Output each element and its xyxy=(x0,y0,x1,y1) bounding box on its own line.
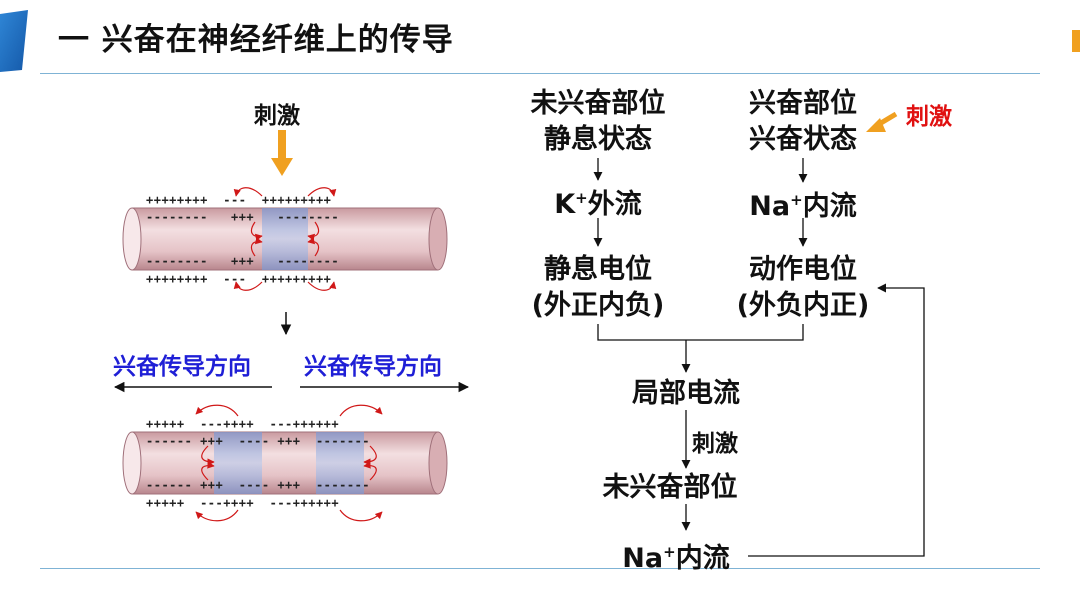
flowchart-connectors xyxy=(593,158,925,557)
bottom-fiber-inner-bottom-charges: ------ +++ ---- +++ ------- xyxy=(146,478,371,492)
flow-stimulus-label: 刺激 xyxy=(692,431,738,457)
k-efflux-label: K+外流 xyxy=(554,189,642,220)
stimulus-label: 刺激 xyxy=(254,103,300,129)
resting-state-label: 静息状态 xyxy=(544,124,652,155)
local-current-label: 局部电流 xyxy=(632,378,740,409)
resting-potential-label: 静息电位 xyxy=(544,254,652,285)
stimulus-arrow-icon xyxy=(271,130,293,176)
na-influx-2-label: Na+内流 xyxy=(622,543,730,574)
direction-left-label: 兴奋传导方向 xyxy=(113,354,251,380)
title-divider xyxy=(40,73,1040,74)
bottom-fiber xyxy=(122,404,448,522)
bottom-fiber-outer-top-charges: +++++ ---++++ ---++++++ xyxy=(146,417,340,431)
excited-band-left xyxy=(214,432,262,494)
unexcited-site-label: 未兴奋部位 xyxy=(530,88,666,119)
na-influx-label: Na+内流 xyxy=(749,191,857,222)
excited-state-label: 兴奋状态 xyxy=(749,124,857,155)
action-potential-label: 动作电位 xyxy=(749,254,857,285)
top-fiber-inner-bottom-charges: -------- +++ -------- xyxy=(146,254,340,268)
direction-right-label: 兴奋传导方向 xyxy=(304,354,442,380)
bottom-fiber-inner-top-charges: ------ +++ ---- +++ ------- xyxy=(146,434,371,448)
top-fiber-inner-top-charges: -------- +++ -------- xyxy=(146,210,340,224)
excited-band-right xyxy=(316,432,364,494)
unexcited-site-2-label: 未兴奋部位 xyxy=(602,472,738,503)
top-fiber xyxy=(122,187,448,291)
bottom-fiber-outer-bottom-charges: +++++ ---++++ ---++++++ xyxy=(146,496,340,510)
resting-potential-desc: (外正内负) xyxy=(531,290,665,321)
footer-divider xyxy=(40,568,1040,569)
page-title: 一 兴奋在神经纤维上的传导 xyxy=(58,22,454,58)
excited-site-label: 兴奋部位 xyxy=(749,88,857,119)
top-fiber-outer-top-charges: ++++++++ --- +++++++++ xyxy=(146,193,332,207)
top-fiber-outer-bottom-charges: ++++++++ --- +++++++++ xyxy=(146,272,332,286)
stimulus-red-label: 刺激 xyxy=(906,104,952,130)
red-stimulus-arrow-icon xyxy=(866,111,898,132)
action-potential-desc: (外负内正) xyxy=(736,290,870,321)
excited-band xyxy=(262,208,308,270)
